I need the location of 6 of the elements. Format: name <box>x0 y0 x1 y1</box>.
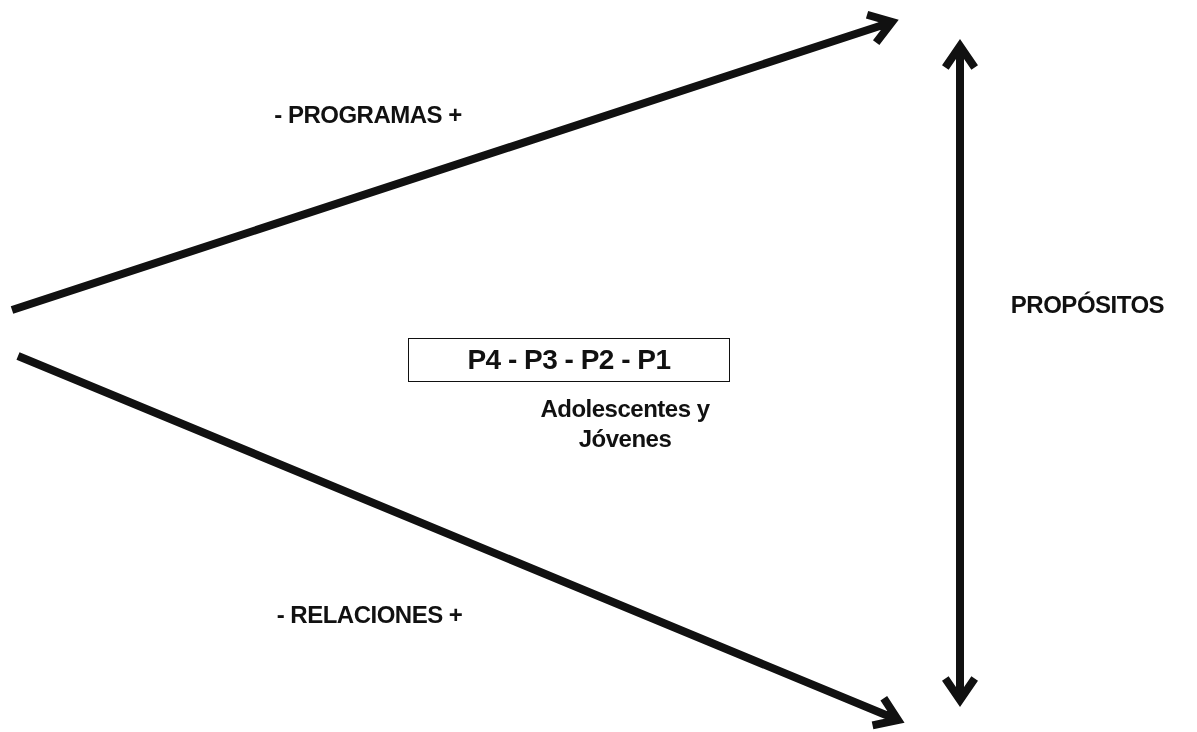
axis-label: - PROGRAMAS + <box>273 100 463 130</box>
axis-label: PROPÓSITOS <box>1009 290 1166 320</box>
box-label: P4 - P3 - P2 - P1 <box>467 344 671 376</box>
axis-label: - RELACIONES + <box>275 600 464 630</box>
text-box <box>408 338 730 382</box>
axis-label: Adolescentes y Jóvenes <box>539 394 711 454</box>
